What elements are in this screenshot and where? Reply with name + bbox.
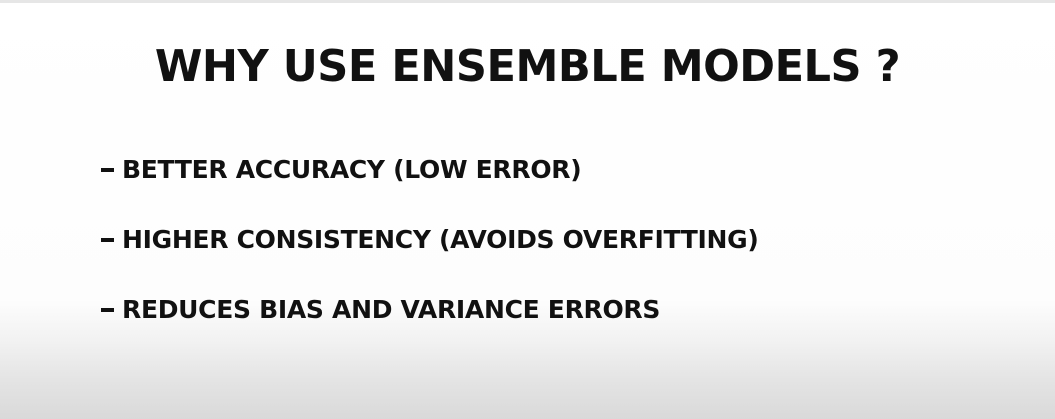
dash-icon (101, 238, 114, 242)
dash-icon (101, 308, 114, 312)
bullet-list: BETTER ACCURACY (LOW ERROR) HIGHER CONSI… (101, 146, 759, 356)
bullet-text: BETTER ACCURACY (LOW ERROR) (122, 154, 582, 184)
dash-icon (101, 168, 114, 172)
top-divider (0, 0, 1055, 3)
slide-title: WHY USE ENSEMBLE MODELS ? (154, 41, 901, 93)
bullet-item-accuracy: BETTER ACCURACY (LOW ERROR) (101, 146, 759, 192)
bullet-text: HIGHER CONSISTENCY (AVOIDS OVERFITTING) (122, 224, 759, 254)
bullet-item-consistency: HIGHER CONSISTENCY (AVOIDS OVERFITTING) (101, 216, 759, 262)
bullet-item-bias-variance: REDUCES BIAS AND VARIANCE ERRORS (101, 286, 759, 332)
bullet-text: REDUCES BIAS AND VARIANCE ERRORS (122, 294, 661, 324)
